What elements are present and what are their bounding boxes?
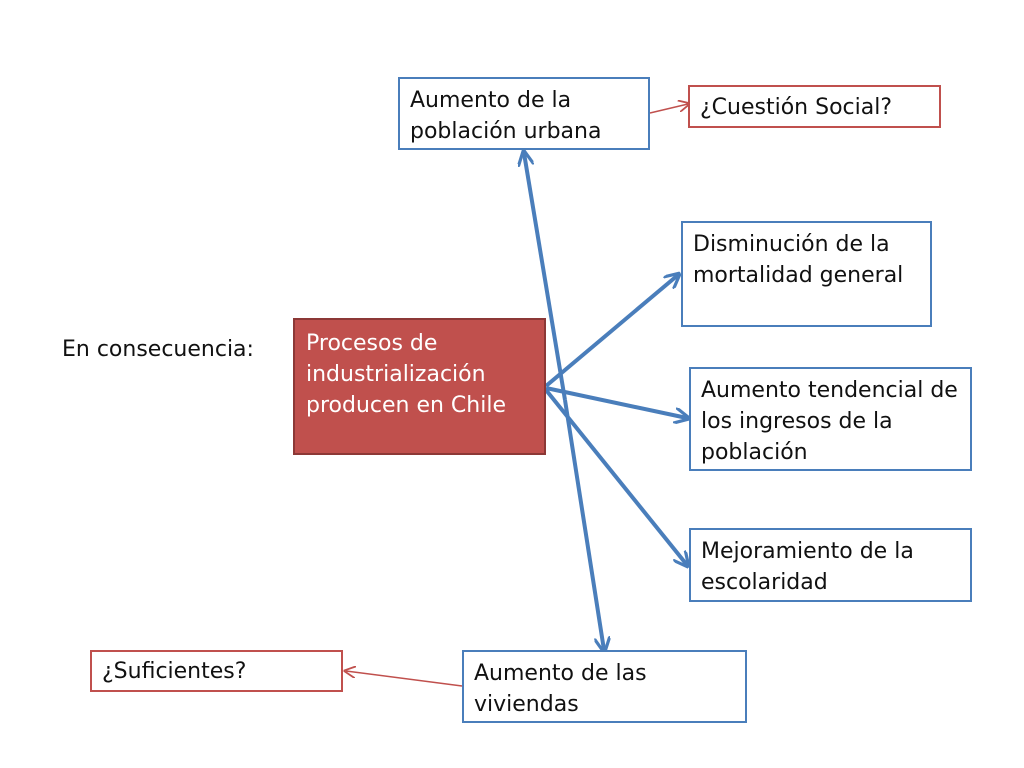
arrow-to-income: [545, 386, 687, 418]
income-box: Aumento tendencial de los ingresos de la…: [689, 367, 972, 471]
urban-population-box: Aumento de la población urbana: [398, 77, 650, 150]
arrow-to-mortality: [544, 275, 678, 388]
housing-box: Aumento de las viviendas: [462, 650, 747, 723]
arrow-to-question-social: [649, 104, 688, 114]
schooling-box: Mejoramiento de la escolaridad: [689, 528, 972, 602]
arrow-to-housing: [563, 399, 604, 650]
arrow-to-question-enough: [346, 671, 463, 687]
intro-text: En consecuencia:: [62, 337, 254, 362]
mortality-box: Disminución de la mortalidad general: [681, 221, 932, 327]
question-social-box: ¿Cuestión Social?: [688, 85, 941, 128]
center-box: Procesos de industrialización producen e…: [293, 318, 546, 455]
arrow-to-schooling: [544, 388, 687, 565]
question-enough-box: ¿Suficientes?: [90, 650, 343, 692]
